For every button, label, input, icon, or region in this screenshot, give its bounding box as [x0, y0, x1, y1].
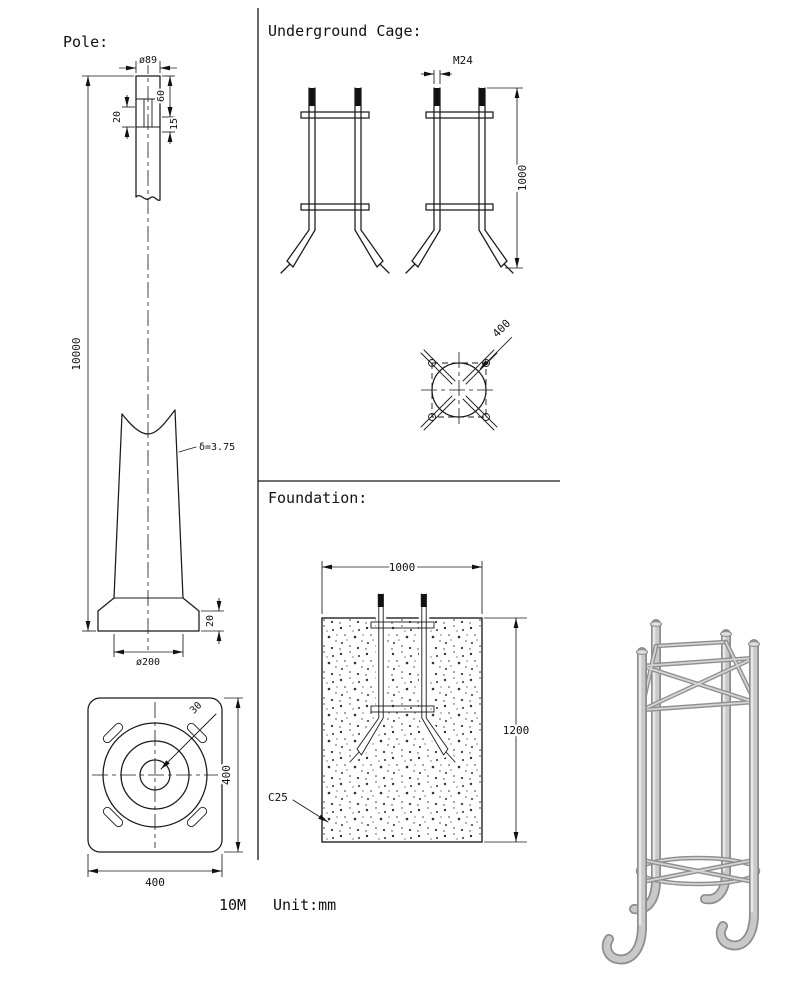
dim-top-diameter-text: ø89: [139, 55, 157, 66]
cage-title: Underground Cage:: [268, 22, 422, 40]
cage-3d-front-tubes: [601, 639, 759, 965]
note-wall-thickness-text: δ=3.75: [199, 442, 235, 453]
cage-plan-view: 400: [420, 314, 516, 431]
dim-cage-height: 1000: [487, 87, 532, 269]
dim-plate-width: 400: [87, 854, 223, 892]
dim-plate-angle-text: 30: [188, 700, 204, 716]
pole-top-tube: [135, 75, 161, 201]
foundation-view: Foundation: 1000 1200 C25: [266, 489, 532, 843]
dim-flange-thickness: 20: [201, 598, 224, 644]
pole-lower-body: [97, 409, 200, 632]
dim-foundation-depth: 1200: [484, 617, 532, 843]
dim-foundation-width-text: 1000: [389, 561, 416, 574]
dim-foundation-width: 1000: [321, 559, 483, 614]
base-plate-plan: 30: [87, 697, 223, 853]
pole-length-note: 10M: [219, 896, 246, 914]
dim-flange-thickness-text: 20: [205, 615, 216, 627]
section-dividers: [257, 8, 560, 860]
concrete-block: [321, 617, 483, 843]
pole-view: Pole: ø89 60: [63, 33, 243, 892]
cage-3d-back-brace: [653, 639, 729, 649]
cage-3d-render: [601, 619, 761, 965]
dim-plate-depth-text: 400: [220, 765, 233, 785]
dim-slot-length: 15: [162, 105, 182, 144]
dim-plate-width-text: 400: [145, 876, 165, 889]
footer-note: 10M Unit:mm: [219, 896, 336, 914]
dim-bolt-circle-text: 400: [490, 317, 513, 340]
note-wall-thickness: δ=3.75: [178, 440, 237, 455]
concrete-grade-text: C25: [268, 791, 288, 804]
dim-butt-diameter-text: ø200: [136, 657, 160, 668]
cage-3d-tube-tops: [636, 621, 760, 655]
underground-cage-view: Underground Cage:: [268, 22, 532, 431]
pole-title: Pole:: [63, 33, 108, 51]
dim-top-diameter: ø89: [119, 53, 177, 73]
dim-pole-height-text: 10000: [70, 337, 83, 370]
dim-cage-height-text: 1000: [516, 165, 529, 192]
cage-3d-front-braces: [639, 639, 757, 713]
cage-elevation-side: [405, 87, 514, 274]
dim-bolt-thread: M24: [421, 52, 476, 84]
dim-plate-depth: 400: [218, 697, 243, 853]
dim-slot-offset-text: 20: [112, 111, 123, 123]
dim-butt-diameter: ø200: [113, 634, 184, 670]
dim-bolt-thread-text: M24: [453, 54, 473, 67]
foundation-embedded-cage: [347, 591, 458, 765]
cage-elevation-front: [280, 87, 390, 274]
dim-tip-length: 60: [154, 75, 175, 118]
dim-slot-offset: 20: [110, 95, 135, 139]
unit-note: Unit:mm: [273, 896, 336, 914]
dim-slot-length-text: 15: [169, 118, 180, 130]
dim-pole-height: 10000: [68, 75, 134, 632]
concrete-grade-callout: C25: [266, 789, 329, 823]
foundation-title: Foundation:: [268, 489, 367, 507]
dim-foundation-depth-text: 1200: [503, 724, 530, 737]
dim-tip-length-text: 60: [156, 90, 167, 102]
